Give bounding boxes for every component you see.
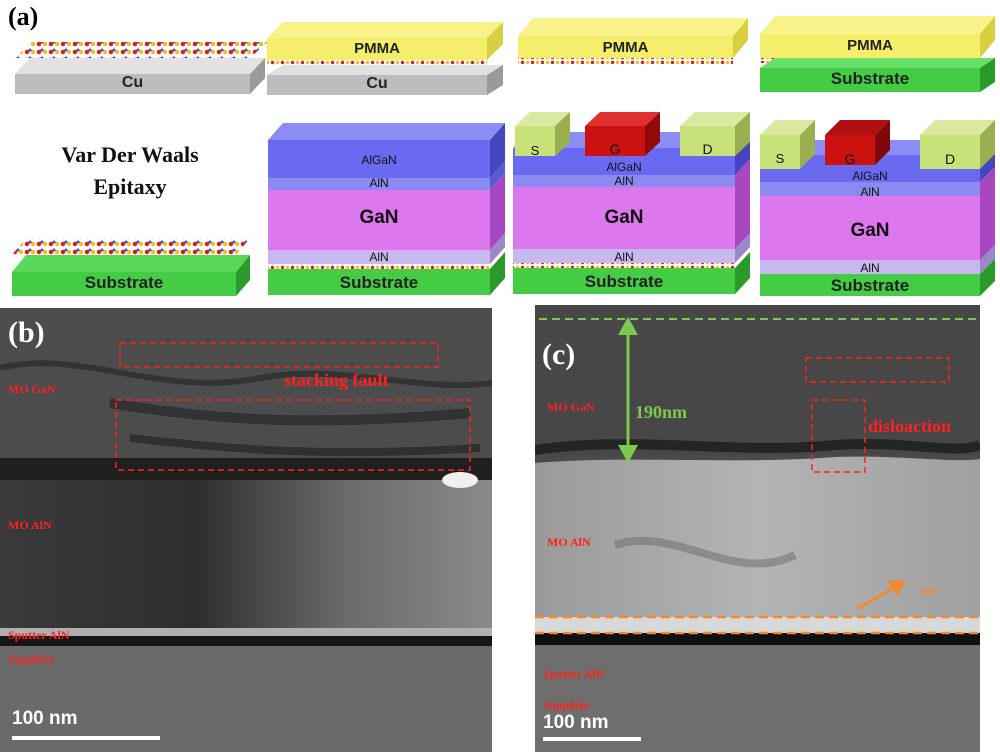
d2-substrate-label: Substrate: [584, 272, 664, 291]
substrate-label-4: Substrate: [830, 69, 910, 88]
vdw-title-line2: Epitaxy: [93, 174, 167, 199]
bn-label: BN: [922, 584, 939, 598]
panel-a-schematic: [12, 16, 995, 296]
panel-c-label: (c): [542, 338, 576, 371]
dislocation-label: disloaction: [868, 416, 952, 436]
d3-drain-label: D: [944, 151, 956, 167]
c-scale-bar-label: 100 nm: [543, 712, 609, 733]
panel-a-label: (a): [8, 2, 39, 31]
d1-substrate-label: Substrate: [339, 273, 419, 292]
b-scale-bar-label: 100 nm: [12, 708, 78, 729]
pmma-on-substrate-step4: [760, 16, 995, 92]
panel-b-tem-image: [0, 308, 492, 752]
pmma-label-4: PMMA: [847, 37, 893, 54]
d2-gate-label: G: [609, 141, 621, 157]
d3-gan-label: GaN: [850, 220, 890, 241]
c-mo-aln-label: MO AlN: [547, 535, 591, 549]
d2-aln-spacer-label: AlN: [614, 174, 634, 188]
pmma-label-2: PMMA: [354, 40, 400, 57]
pmma-free-step3: [518, 18, 748, 64]
b-mo-aln-label: MO AlN: [8, 518, 52, 532]
d1-aln-spacer-label: AlN: [369, 176, 389, 190]
d3-substrate-label: Substrate: [830, 276, 910, 295]
panel-b-label: (b): [8, 316, 45, 349]
b-mo-gan-label: MO GaN: [8, 382, 56, 396]
cu-label-2: Cu: [366, 75, 388, 92]
c-sputter-aln-label: Sputter AlN: [543, 667, 605, 681]
pmma-label-3: PMMA: [602, 39, 649, 56]
stacking-fault-label: stacking fault: [284, 370, 389, 390]
b-sputter-aln-label: Sputter AlN: [8, 628, 70, 642]
vdw-title-line1: Var Der Waals: [61, 142, 199, 167]
d3-aln-nuc-label: AlN: [860, 261, 880, 275]
d3-aln-spacer-label: AlN: [860, 185, 880, 199]
d2-aln-nuc-label: AlN: [614, 250, 634, 264]
cu-foil-step1: [15, 42, 267, 94]
c-sapphire-label: Sapphire: [543, 698, 590, 712]
cu-label-1: Cu: [121, 74, 144, 91]
hemt-device3: [760, 120, 995, 296]
d1-algan-label: AlGaN: [361, 153, 397, 167]
d1-aln-nuc-label: AlN: [369, 250, 389, 264]
d3-gate-label: G: [844, 151, 856, 167]
pmma-on-cu-step2: [267, 22, 503, 95]
d2-gan-label: GaN: [604, 207, 644, 228]
d2-source-label: S: [530, 143, 540, 158]
b-sapphire-label: Sapphire: [8, 652, 55, 666]
hemt-stack-device1: [268, 123, 505, 295]
substrate-with-2d-step0: [12, 238, 250, 296]
c-mo-gan-label: MO GaN: [547, 400, 595, 414]
d2-drain-label: D: [702, 141, 713, 157]
d3-source-label: S: [775, 151, 785, 166]
substrate-label-0: Substrate: [84, 273, 164, 292]
d2-algan-label: AlGaN: [606, 160, 642, 174]
thickness-190nm-label: 190nm: [635, 402, 688, 422]
d1-gan-label: GaN: [359, 207, 399, 228]
d3-algan-label: AlGaN: [852, 169, 888, 183]
hemt-device2: [513, 112, 750, 294]
panel-c-tem-image: [535, 305, 980, 752]
